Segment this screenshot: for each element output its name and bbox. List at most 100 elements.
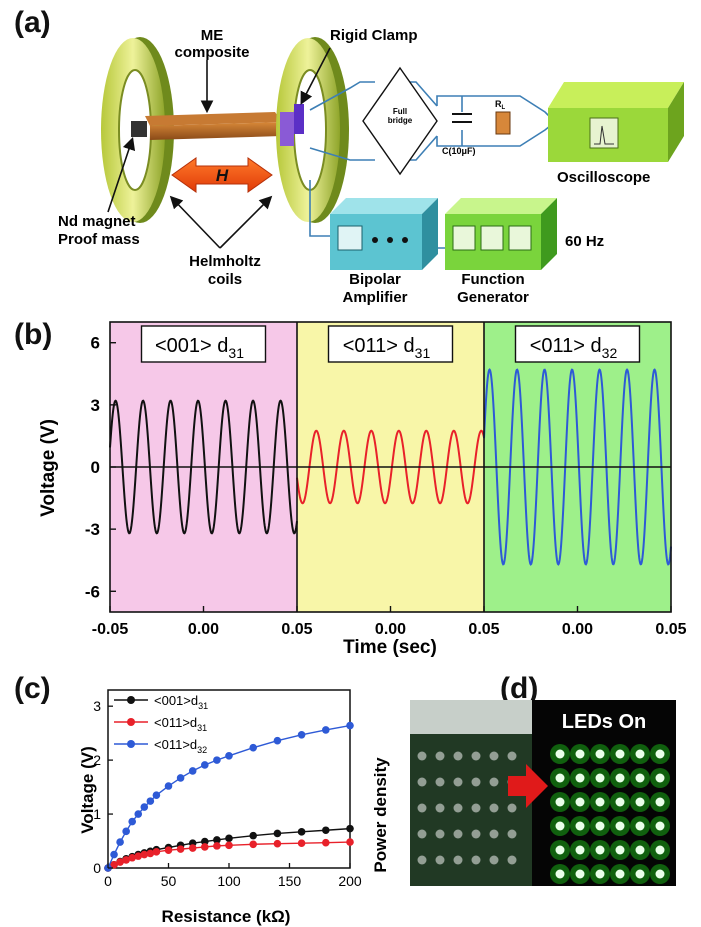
led-on <box>635 845 645 855</box>
led-off <box>435 751 445 761</box>
panel-c-letter: (c) <box>14 672 51 705</box>
load-resistor <box>495 111 511 135</box>
led-on <box>655 821 665 831</box>
led-off <box>489 751 499 761</box>
c-data-point <box>110 850 118 859</box>
led-on <box>615 797 625 807</box>
c-data-point <box>140 803 149 811</box>
b-ytick-label: 0 <box>91 458 100 477</box>
h-field-arrow <box>171 157 273 193</box>
rigid-clamp-label: Rigid Clamp <box>330 27 418 44</box>
led-on <box>635 821 645 831</box>
panel-d-letter: (d) <box>500 672 539 705</box>
me-label-2: composite <box>174 44 249 61</box>
c-data-point <box>134 852 143 860</box>
c-data-point <box>225 752 233 760</box>
b-wave-series-2 <box>296 429 485 505</box>
c-data-point <box>116 858 124 866</box>
c-data-point <box>122 827 130 836</box>
c-xtick-label: 100 <box>217 873 241 889</box>
panel-b-letter: (b) <box>14 318 53 351</box>
c-data-point <box>176 774 185 782</box>
led-on <box>655 749 665 759</box>
led-off <box>453 803 463 813</box>
c-data-point <box>213 836 221 844</box>
c-ytick-label: 2 <box>93 752 101 768</box>
led-on <box>595 821 605 831</box>
led-on <box>635 773 645 783</box>
c-data-point <box>128 853 136 862</box>
c-data-point <box>273 736 282 745</box>
c-xtick-label: 150 <box>278 873 302 889</box>
led-on <box>575 773 585 783</box>
led-off <box>453 751 463 761</box>
panel-a-letter: (a) <box>14 6 51 39</box>
led-off <box>453 777 463 787</box>
led-on <box>615 821 625 831</box>
c-data-point <box>297 730 306 739</box>
c-data-point <box>297 828 306 836</box>
led-off <box>417 751 427 761</box>
me-composite-top <box>145 112 282 126</box>
c-data-point <box>346 824 354 833</box>
led-on <box>615 869 625 879</box>
led-board-on <box>532 700 676 886</box>
led-off <box>507 829 517 839</box>
c-data-point <box>116 838 124 846</box>
c-data-point <box>201 761 209 769</box>
c-ytick-label: 3 <box>93 698 101 714</box>
led-on <box>635 797 645 807</box>
nd-magnet-label: Nd magnet <box>58 213 136 230</box>
c-xtick-label: 0 <box>104 873 112 889</box>
b-xtick-label: -0.05 <box>92 621 129 638</box>
led-photo: Power density LEDs On <box>371 700 676 886</box>
c-data-point <box>146 849 155 858</box>
b-segment-label-box <box>327 325 454 363</box>
c-legend-label: <011>d31 <box>154 715 207 733</box>
b-ytick-label: 6 <box>91 334 100 353</box>
c-xlabel: Resistance (kΩ) <box>162 907 291 926</box>
b-xtick-label: 0.00 <box>375 621 406 638</box>
b-ytick-label: 3 <box>91 396 100 415</box>
led-on <box>575 869 585 879</box>
led-on <box>555 869 565 879</box>
bipolar-amplifier-device <box>330 198 438 270</box>
led-grid-off <box>417 751 517 865</box>
led-off <box>453 855 463 865</box>
b-segment-label-box <box>514 325 641 363</box>
c-data-point <box>297 839 306 847</box>
led-on <box>655 845 665 855</box>
c-data-point <box>322 838 330 847</box>
frequency-label: 60 Hz <box>565 233 604 250</box>
b-xlabel: Time (sec) <box>343 637 437 658</box>
c-data-point <box>213 756 221 764</box>
b-ytick-label: -6 <box>85 582 100 601</box>
nd-magnet-pointer <box>107 136 136 213</box>
b-ytick-label: -3 <box>85 520 100 539</box>
b-wave-series-1 <box>109 399 298 535</box>
c-xtick-label: 50 <box>161 873 177 889</box>
proof-mass-label: Proof mass <box>58 231 140 248</box>
c-data-point <box>176 845 185 853</box>
led-off <box>453 829 463 839</box>
helmholtz-label-1: Helmholtz <box>189 253 261 270</box>
oscilloscope-device <box>548 82 684 162</box>
b-segment-label: <001> d31 <box>155 335 244 361</box>
capacitor <box>452 113 472 123</box>
c-xtick-label: 200 <box>338 873 362 889</box>
led-on <box>575 749 585 759</box>
c-data-point <box>152 848 161 856</box>
led-off <box>507 751 517 761</box>
me-label-1: ME <box>201 27 224 44</box>
nd-magnet-block <box>131 121 147 137</box>
c-data-point <box>225 841 233 850</box>
led-on <box>595 797 605 807</box>
led-off <box>417 803 427 813</box>
function-label-2: Generator <box>457 289 529 306</box>
led-off <box>417 829 427 839</box>
led-off <box>489 803 499 813</box>
led-on <box>615 773 625 783</box>
led-off <box>507 855 517 865</box>
led-on <box>635 749 645 759</box>
c-data-point <box>346 838 354 846</box>
